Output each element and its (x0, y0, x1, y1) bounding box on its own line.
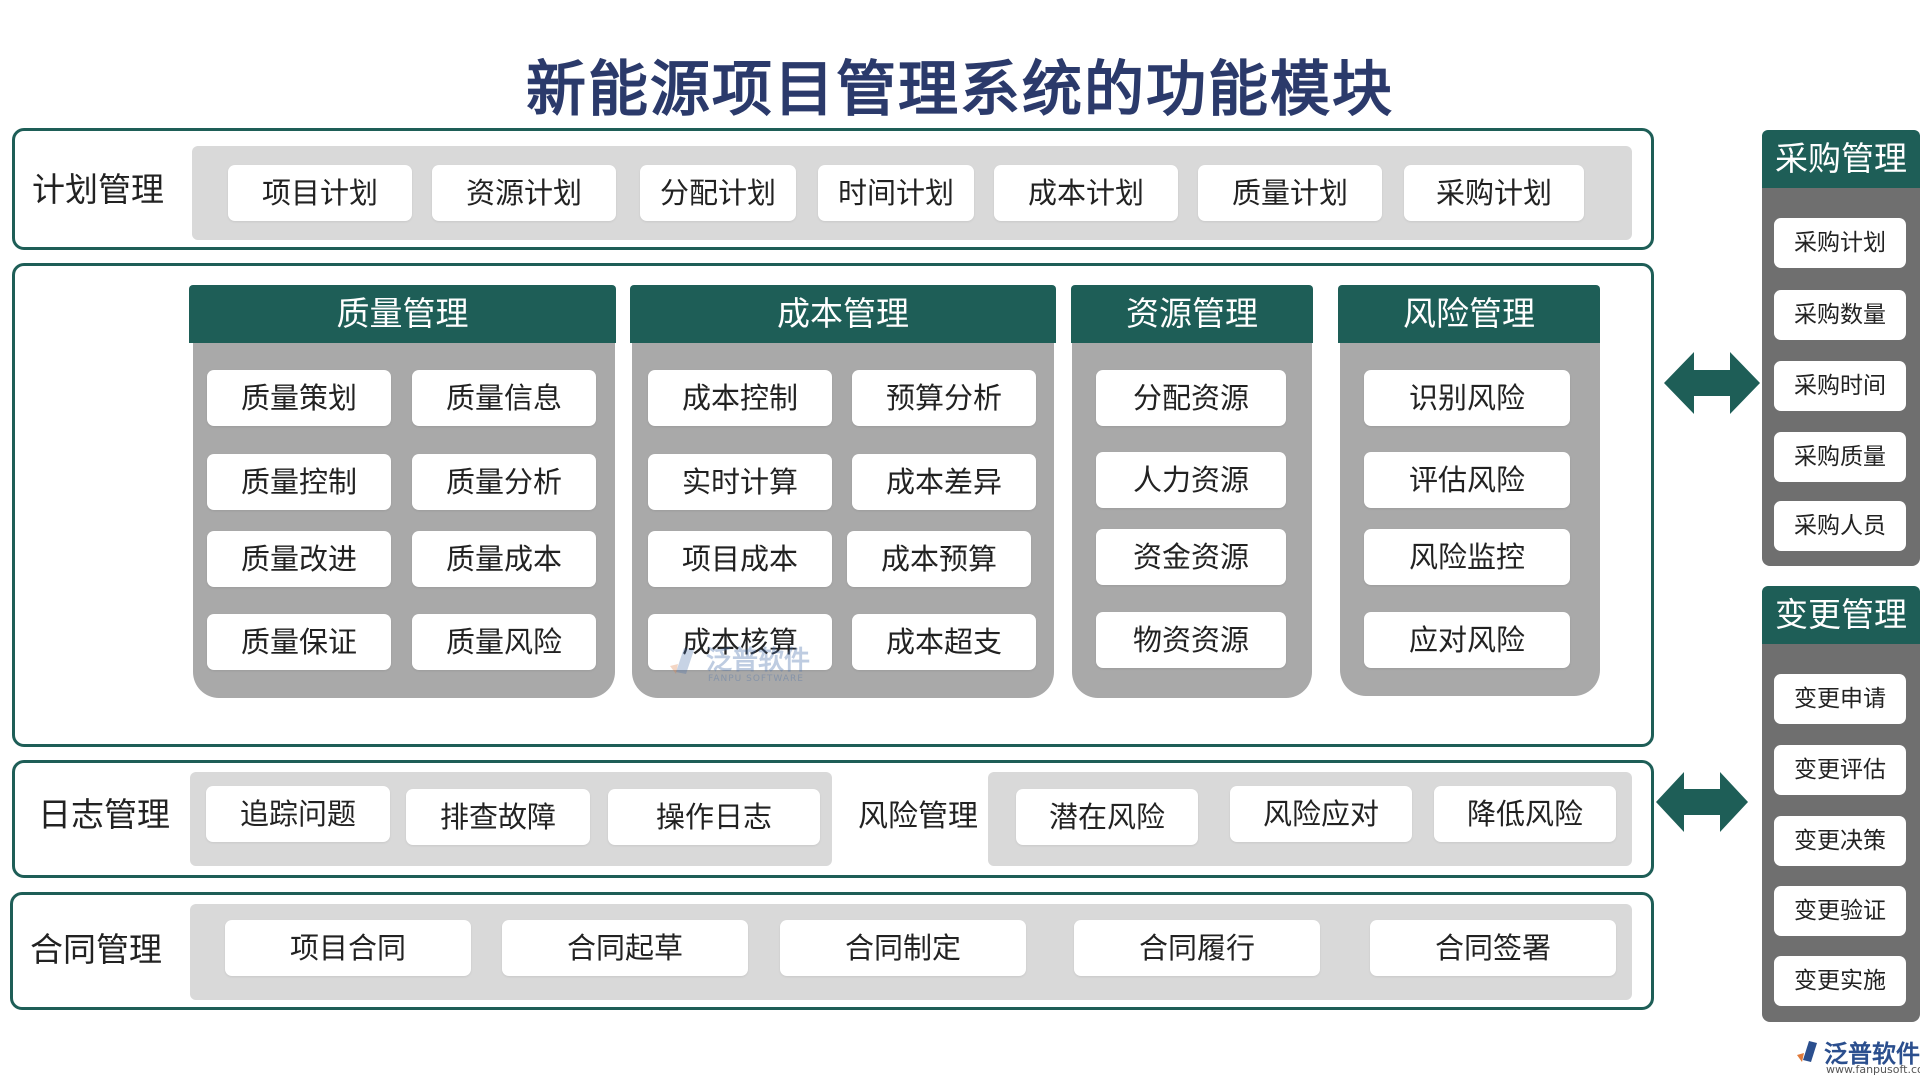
plan-item[interactable]: 采购计划 (1404, 165, 1584, 221)
change-item[interactable]: 变更评估 (1774, 745, 1906, 795)
quality-item[interactable]: 质量控制 (207, 454, 391, 510)
cost-item[interactable]: 成本核算 (648, 614, 832, 670)
quality-item[interactable]: 质量保证 (207, 614, 391, 670)
cost-item[interactable]: 项目成本 (648, 531, 832, 587)
resource-item[interactable]: 资金资源 (1096, 529, 1286, 585)
logo-text: 泛普软件 (1824, 1040, 1920, 1068)
contract-item[interactable]: 合同制定 (780, 920, 1026, 976)
plan-item[interactable]: 质量计划 (1198, 165, 1382, 221)
double-arrow-icon (1656, 772, 1748, 832)
cost-item[interactable]: 成本超支 (852, 614, 1036, 670)
resource-item[interactable]: 物资资源 (1096, 612, 1286, 668)
risk-item[interactable]: 评估风险 (1364, 452, 1570, 508)
watermark-subtext: FANPU SOFTWARE (708, 674, 804, 684)
purchase-panel (1762, 130, 1920, 566)
log-risk-item[interactable]: 潜在风险 (1016, 789, 1198, 845)
quality-card-title: 质量管理 (189, 285, 616, 343)
quality-item[interactable]: 质量成本 (412, 531, 596, 587)
plan-item[interactable]: 资源计划 (432, 165, 616, 221)
quality-item[interactable]: 质量改进 (207, 531, 391, 587)
contract-section-label: 合同管理 (30, 930, 162, 969)
contract-item[interactable]: 合同履行 (1074, 920, 1320, 976)
watermark-logo-icon (670, 648, 694, 674)
risk-item[interactable]: 风险监控 (1364, 529, 1570, 585)
log-item[interactable]: 排查故障 (406, 789, 590, 845)
purchase-panel-title: 采购管理 (1762, 130, 1920, 188)
cost-card-title: 成本管理 (630, 285, 1056, 343)
change-item[interactable]: 变更实施 (1774, 956, 1906, 1006)
contract-item[interactable]: 合同起草 (502, 920, 748, 976)
change-item[interactable]: 变更决策 (1774, 816, 1906, 866)
change-panel-title: 变更管理 (1762, 586, 1920, 644)
quality-item[interactable]: 质量分析 (412, 454, 596, 510)
logo-url: www.fanpusoft.com (1826, 1063, 1920, 1076)
plan-item[interactable]: 时间计划 (818, 165, 974, 221)
purchase-item[interactable]: 采购计划 (1774, 218, 1906, 268)
change-panel (1762, 586, 1920, 1022)
plan-item[interactable]: 成本计划 (994, 165, 1178, 221)
log-item[interactable]: 追踪问题 (206, 786, 390, 842)
risk-card-title: 风险管理 (1338, 285, 1600, 343)
change-item[interactable]: 变更验证 (1774, 886, 1906, 936)
cost-item[interactable]: 成本预算 (847, 531, 1031, 587)
resource-item[interactable]: 人力资源 (1096, 452, 1286, 508)
purchase-item[interactable]: 采购数量 (1774, 290, 1906, 340)
contract-item[interactable]: 合同签署 (1370, 920, 1616, 976)
double-arrow-icon (1664, 352, 1760, 414)
purchase-item[interactable]: 采购时间 (1774, 361, 1906, 411)
change-item[interactable]: 变更申请 (1774, 674, 1906, 724)
plan-item[interactable]: 项目计划 (228, 165, 412, 221)
log-item[interactable]: 操作日志 (608, 789, 820, 845)
log-risk-item[interactable]: 降低风险 (1434, 786, 1616, 842)
cost-item[interactable]: 预算分析 (852, 370, 1036, 426)
log-risk-item[interactable]: 风险应对 (1230, 786, 1412, 842)
fanpu-logo: 泛普软件 www.fanpusoft.com (1796, 1036, 1920, 1076)
quality-item[interactable]: 质量风险 (412, 614, 596, 670)
risk-item[interactable]: 应对风险 (1364, 612, 1570, 668)
quality-item[interactable]: 质量策划 (207, 370, 391, 426)
contract-item[interactable]: 项目合同 (225, 920, 471, 976)
fanpu-watermark: 泛普软件 FANPU SOFTWARE (668, 640, 848, 690)
resource-item[interactable]: 分配资源 (1096, 370, 1286, 426)
plan-section-label: 计划管理 (32, 170, 164, 209)
resource-card-title: 资源管理 (1071, 285, 1313, 343)
plan-item[interactable]: 分配计划 (640, 165, 796, 221)
purchase-item[interactable]: 采购人员 (1774, 501, 1906, 551)
purchase-item[interactable]: 采购质量 (1774, 432, 1906, 482)
watermark-text: 泛普软件 (706, 646, 811, 676)
cost-item[interactable]: 成本控制 (648, 370, 832, 426)
log-risk-label: 风险管理 (858, 799, 978, 834)
log-section-label: 日志管理 (38, 795, 170, 834)
risk-item[interactable]: 识别风险 (1364, 370, 1570, 426)
fanpu-logo-icon (1797, 1041, 1817, 1062)
cost-item[interactable]: 实时计算 (648, 454, 832, 510)
quality-item[interactable]: 质量信息 (412, 370, 596, 426)
cost-item[interactable]: 成本差异 (852, 454, 1036, 510)
page-title: 新能源项目管理系统的功能模块 (526, 55, 1394, 125)
